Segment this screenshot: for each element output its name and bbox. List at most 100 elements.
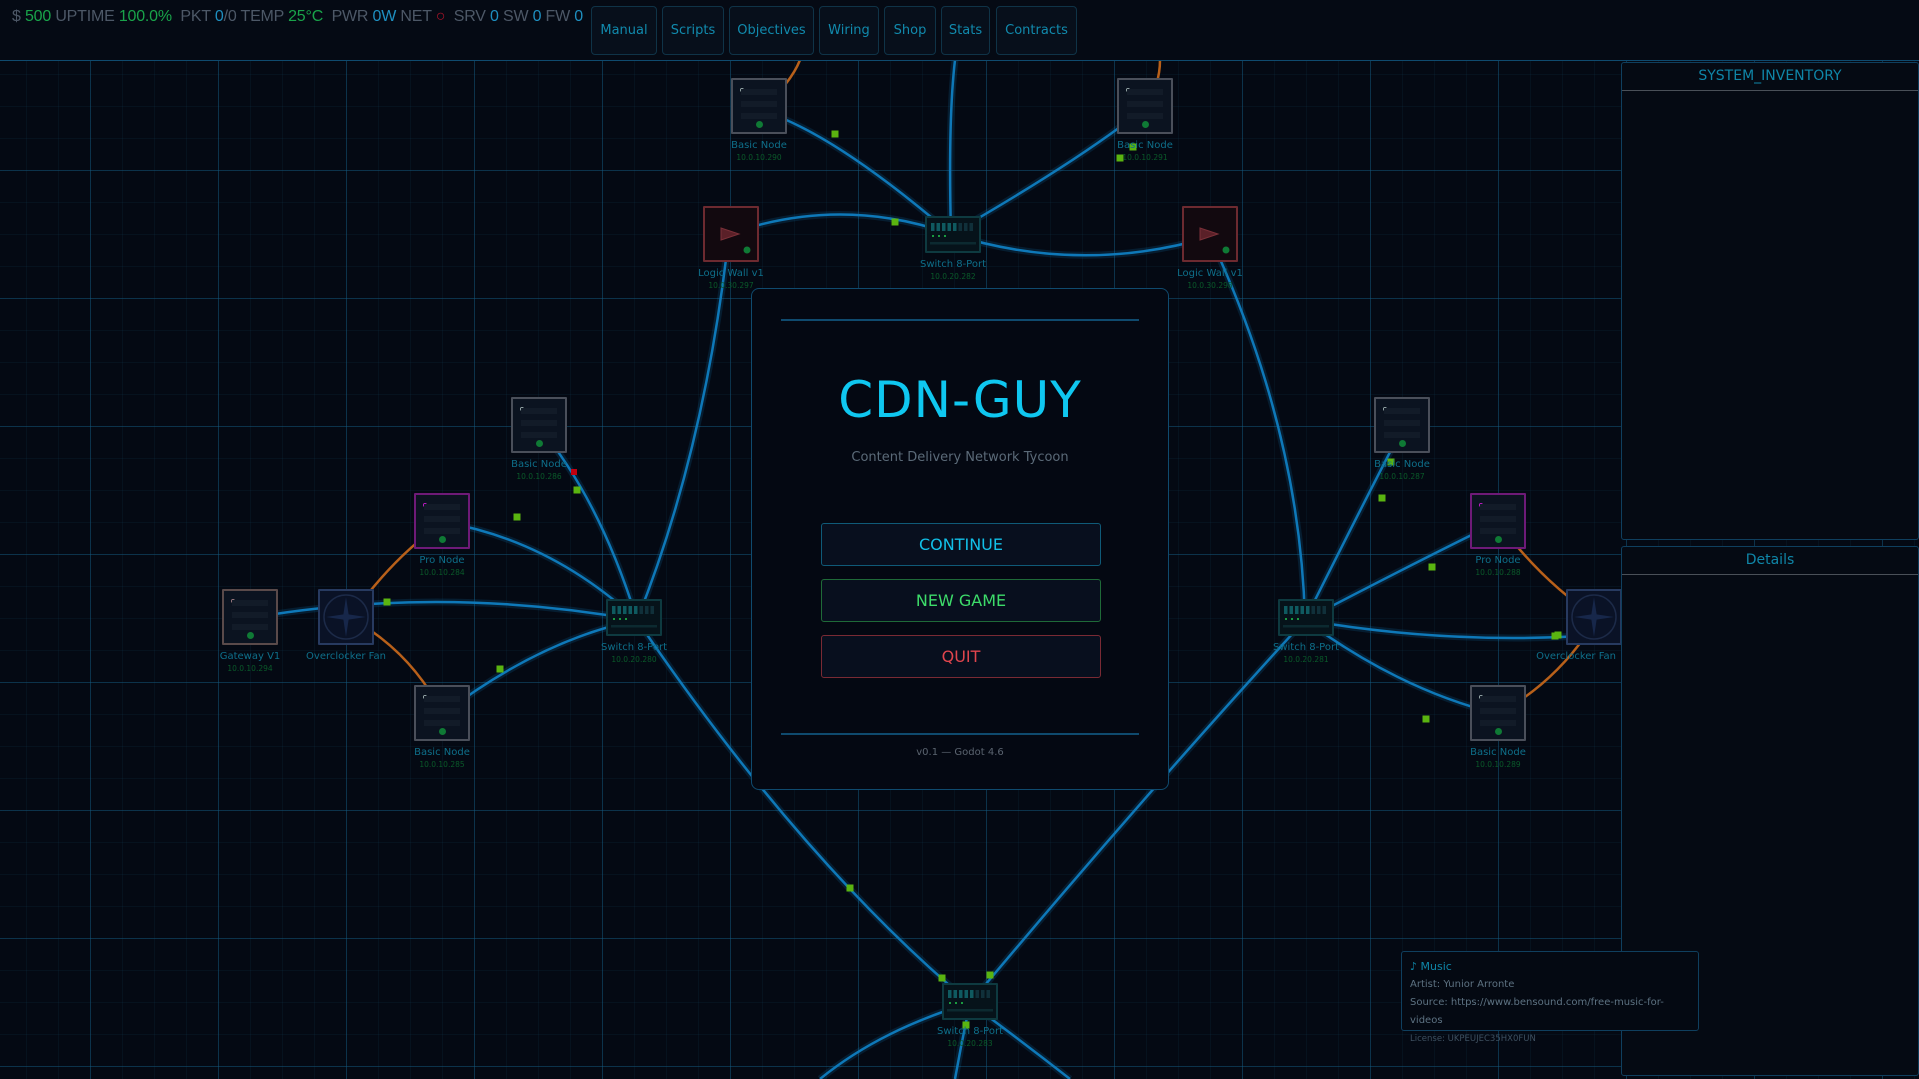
network-cable[interactable] (969, 619, 1306, 1004)
node-fan[interactable]: Overclocker Fan (306, 589, 386, 662)
power-dot-icon (1398, 440, 1406, 447)
node-ip: 10.0.30.297 (708, 281, 754, 290)
uptime-value: 100.0% (118, 8, 172, 25)
tab-manual[interactable]: Manual (591, 6, 657, 55)
node-ip: 10.0.30.298 (1187, 281, 1233, 290)
packet-icon (986, 971, 994, 979)
power-dot-icon (1494, 536, 1502, 543)
node-label: Overclocker Fan (306, 651, 386, 662)
packet-icon (573, 486, 581, 494)
packet-icon (513, 513, 521, 521)
node-fan[interactable]: Overclocker Fan (1536, 589, 1622, 662)
switch-ports-icon (611, 606, 657, 628)
node-ip: 10.0.20.283 (947, 1039, 993, 1048)
node-ip: 10.0.10.289 (1475, 760, 1521, 769)
network-cable[interactable] (635, 233, 731, 621)
packet-icon (938, 974, 946, 982)
status-readout: $ 500 UPTIME 100.0% PKT 0/0 TEMP 25°C PW… (12, 8, 583, 26)
music-license: License: UKPEUJEC35HX0FUN (1410, 1034, 1536, 1044)
node-label: Basic Node (731, 140, 787, 151)
tab-wiring[interactable]: Wiring (819, 6, 879, 55)
node-gw[interactable]: Gateway V1 10.0.10.294 (220, 589, 280, 673)
node-ip: 10.0.20.282 (930, 272, 976, 281)
node-ip: 10.0.10.286 (516, 472, 562, 481)
game-title: CDN-GUY (838, 371, 1082, 429)
power-dot-icon (438, 536, 446, 543)
tab-shop[interactable]: Shop (884, 6, 936, 55)
power-dot-icon (1494, 728, 1502, 735)
node-ip: 10.0.10.294 (227, 664, 273, 673)
music-heading: ♪ Music (1410, 960, 1452, 973)
uptime-label: UPTIME (55, 8, 115, 25)
node-label: Basic Node (1470, 747, 1526, 758)
system-inventory-panel: SYSTEM_INVENTORY (1621, 62, 1919, 540)
temp-label: TEMP (240, 8, 285, 25)
wire-glow[interactable] (633, 233, 733, 622)
node-label: Gateway V1 (219, 651, 281, 662)
packet-icon (1387, 458, 1395, 466)
dropped-packet-icon (571, 469, 577, 475)
network-cable[interactable] (948, 59, 957, 235)
power-dot-icon (535, 440, 543, 447)
tab-stats[interactable]: Stats (941, 6, 990, 55)
node-label: Switch 8-Port (919, 259, 987, 270)
node-basic[interactable]: Basic Node 10.0.10.289 (1470, 685, 1526, 769)
packet-icon (846, 884, 854, 892)
wire-glow[interactable] (536, 424, 641, 622)
fan-icon (1571, 594, 1617, 640)
packet-icon (1554, 631, 1562, 639)
network-cable[interactable] (1208, 236, 1307, 621)
net-label: NET (400, 8, 432, 25)
node-sw[interactable]: Switch 8-Port 10.0.20.282 (920, 216, 986, 281)
node-wall[interactable]: Logic Wall v1 10.0.30.297 (698, 206, 764, 290)
node-ip: 10.0.20.280 (611, 655, 657, 664)
packet-icon (383, 598, 391, 606)
pkt-value: 0 (214, 8, 224, 25)
tab-objectives[interactable]: Objectives (729, 6, 814, 55)
fan-icon (323, 594, 369, 640)
net-status-icon: ○ (435, 8, 446, 25)
node-label: Logic Wall v1 (698, 268, 764, 279)
details-title: Details (1622, 547, 1918, 575)
pwr-value: 0W (372, 8, 397, 25)
music-artist: Artist: Yunior Arronte (1410, 979, 1515, 990)
power-dot-icon (246, 632, 254, 639)
packet-icon (1428, 563, 1436, 571)
network-cable[interactable] (249, 600, 638, 622)
tab-contracts[interactable]: Contracts (996, 6, 1077, 55)
node-label: Basic Node (1374, 459, 1430, 470)
fw-label: FW (545, 8, 571, 25)
network-cable[interactable] (538, 426, 639, 621)
quit-button[interactable]: QUIT (821, 635, 1101, 678)
new-game-button[interactable]: NEW GAME (821, 579, 1101, 622)
money-value: 500 (24, 8, 52, 25)
pkt-label: PKT (180, 8, 211, 25)
continue-button[interactable]: CONTINUE (821, 523, 1101, 566)
switch-ports-icon (1283, 606, 1329, 628)
packet-icon (496, 665, 504, 673)
game-subtitle: Content Delivery Network Tycoon (851, 450, 1069, 465)
firewall-icon (1199, 227, 1230, 254)
network-cable[interactable] (635, 619, 971, 1004)
node-ip: 10.0.20.281 (1283, 655, 1329, 664)
packet-icon (1378, 494, 1386, 502)
main-menu-dialog: CDN-GUY Content Delivery Network Tycoon … (751, 288, 1169, 790)
wire-glow[interactable] (1206, 235, 1309, 621)
tab-scripts[interactable]: Scripts (662, 6, 724, 55)
srv-label: SRV (453, 8, 486, 25)
packet-icon (1422, 715, 1430, 723)
divider (781, 319, 1139, 321)
network-cable[interactable] (950, 232, 1211, 257)
